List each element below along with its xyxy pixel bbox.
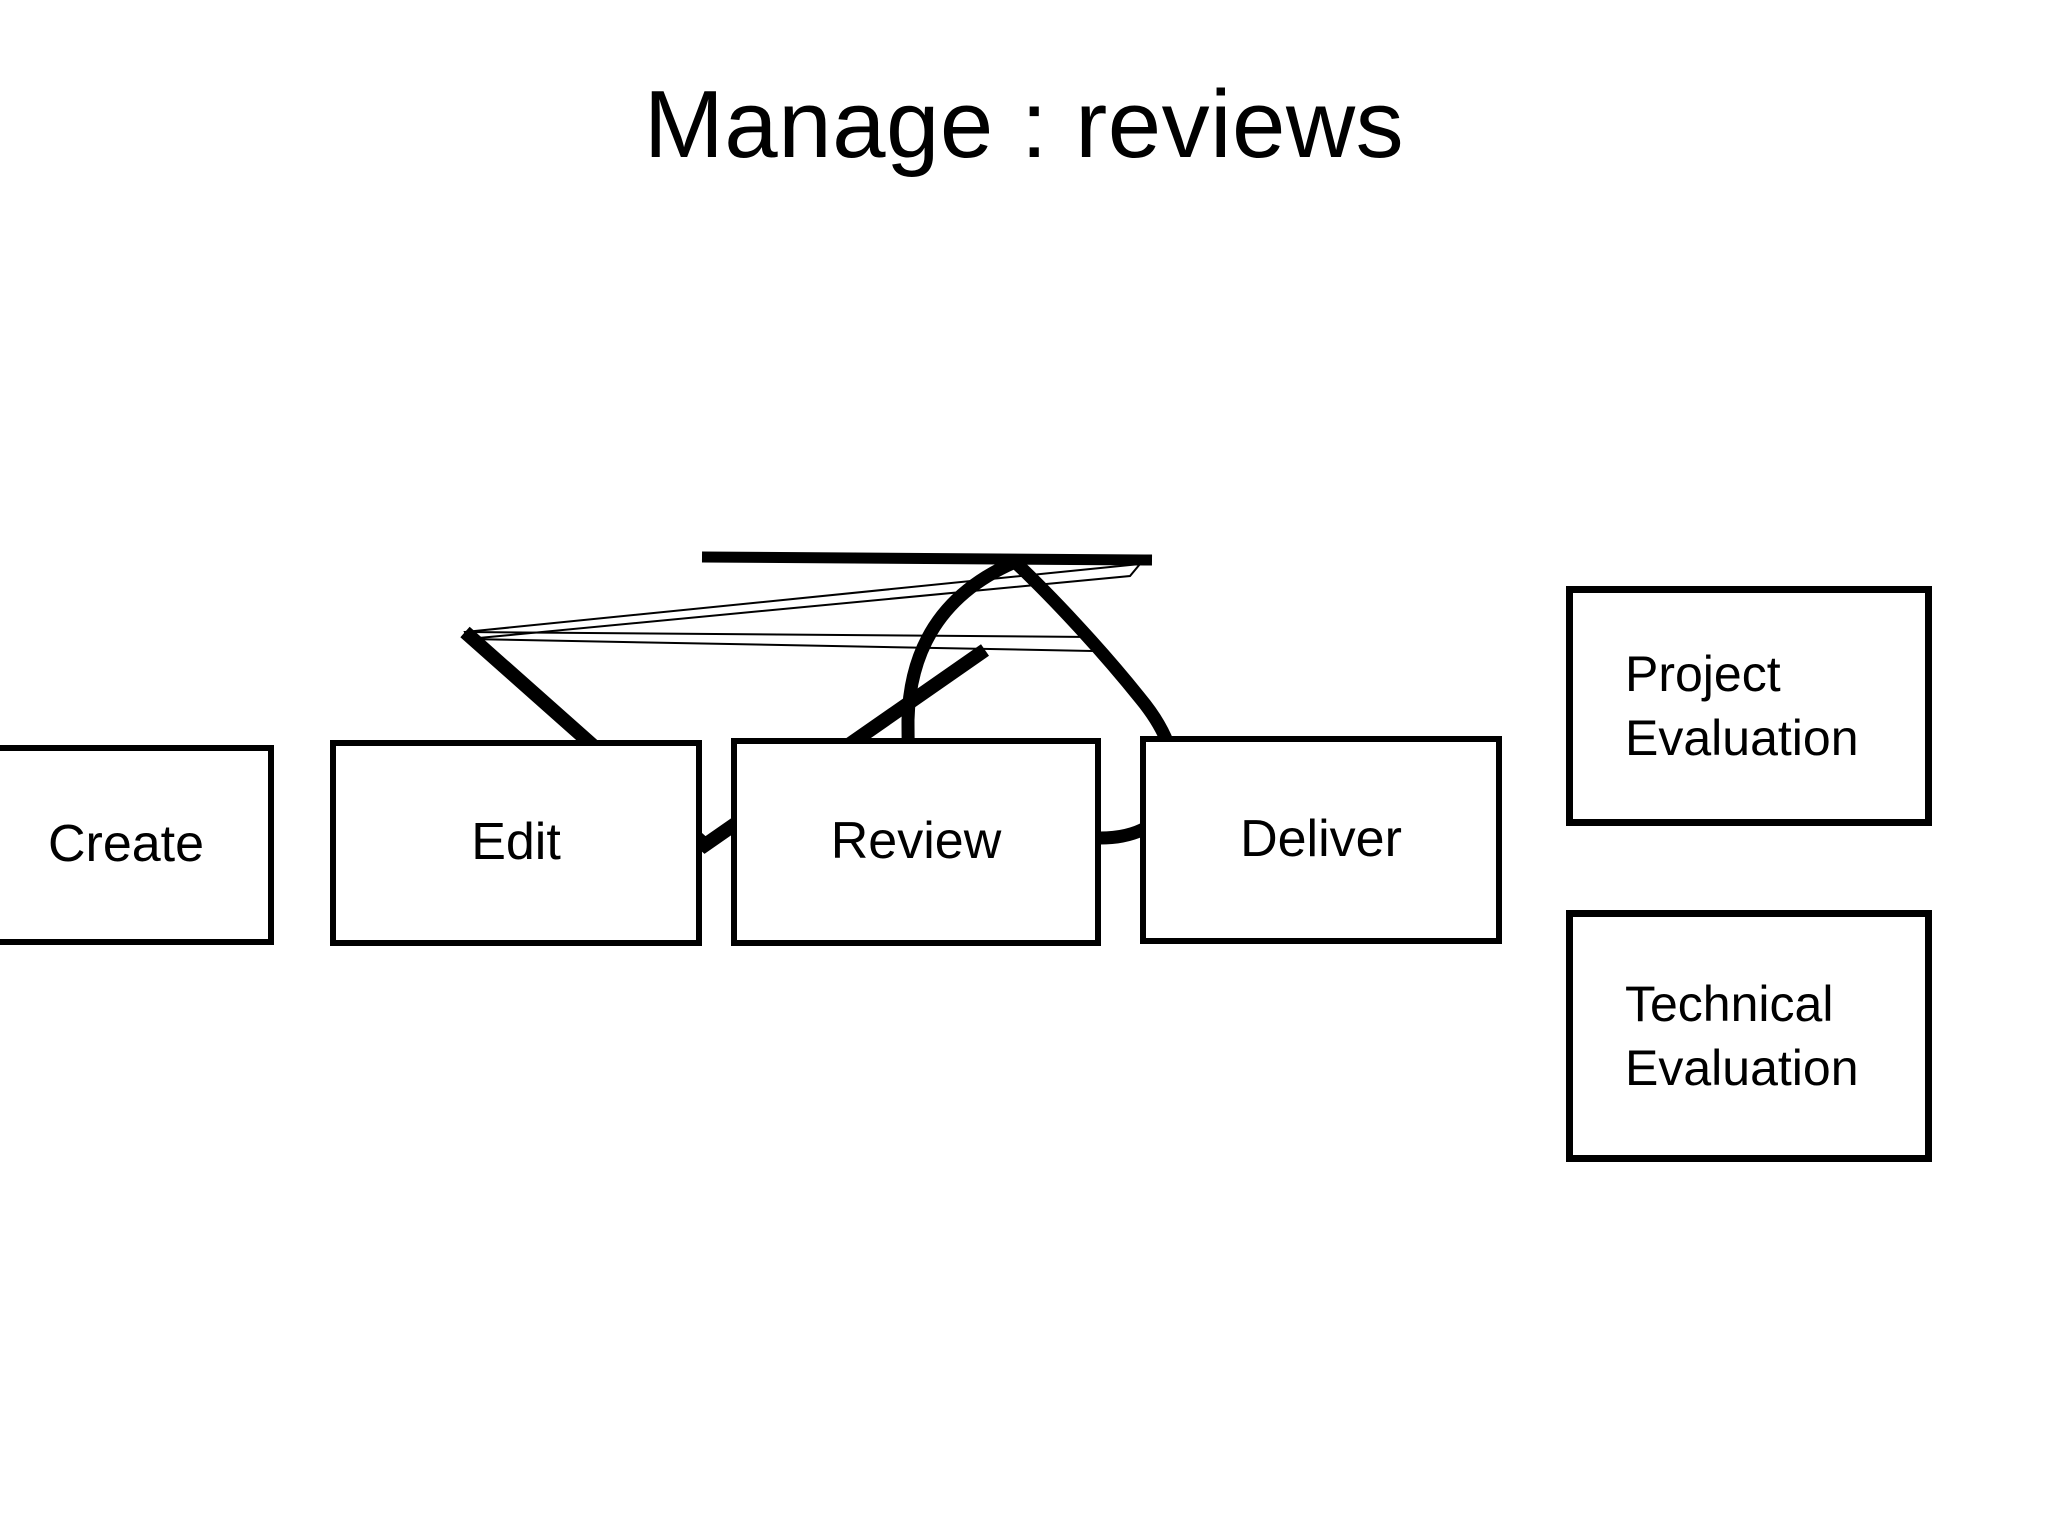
- evaluation-box-technical-label: Technical Evaluation: [1625, 976, 1859, 1096]
- handdrawn-scribble-annotation: [440, 520, 1182, 854]
- process-box-edit[interactable]: Edit: [330, 740, 702, 946]
- process-box-edit-label: Edit: [471, 813, 561, 872]
- evaluation-box-project-label: Project Evaluation: [1625, 646, 1859, 766]
- scribble-icon: [460, 551, 1182, 854]
- process-box-create-label: Create: [47, 815, 205, 874]
- evaluation-box-project[interactable]: Project Evaluation: [1566, 586, 1932, 826]
- process-box-deliver-label: Deliver: [1240, 810, 1402, 869]
- evaluation-box-technical[interactable]: Technical Evaluation: [1566, 910, 1932, 1162]
- page-title: Manage : reviews: [643, 71, 1405, 178]
- process-box-deliver[interactable]: Deliver: [1140, 736, 1502, 944]
- process-box-review[interactable]: Review: [731, 738, 1101, 946]
- process-box-review-label: Review: [830, 812, 1002, 871]
- process-box-create[interactable]: Create: [0, 745, 274, 945]
